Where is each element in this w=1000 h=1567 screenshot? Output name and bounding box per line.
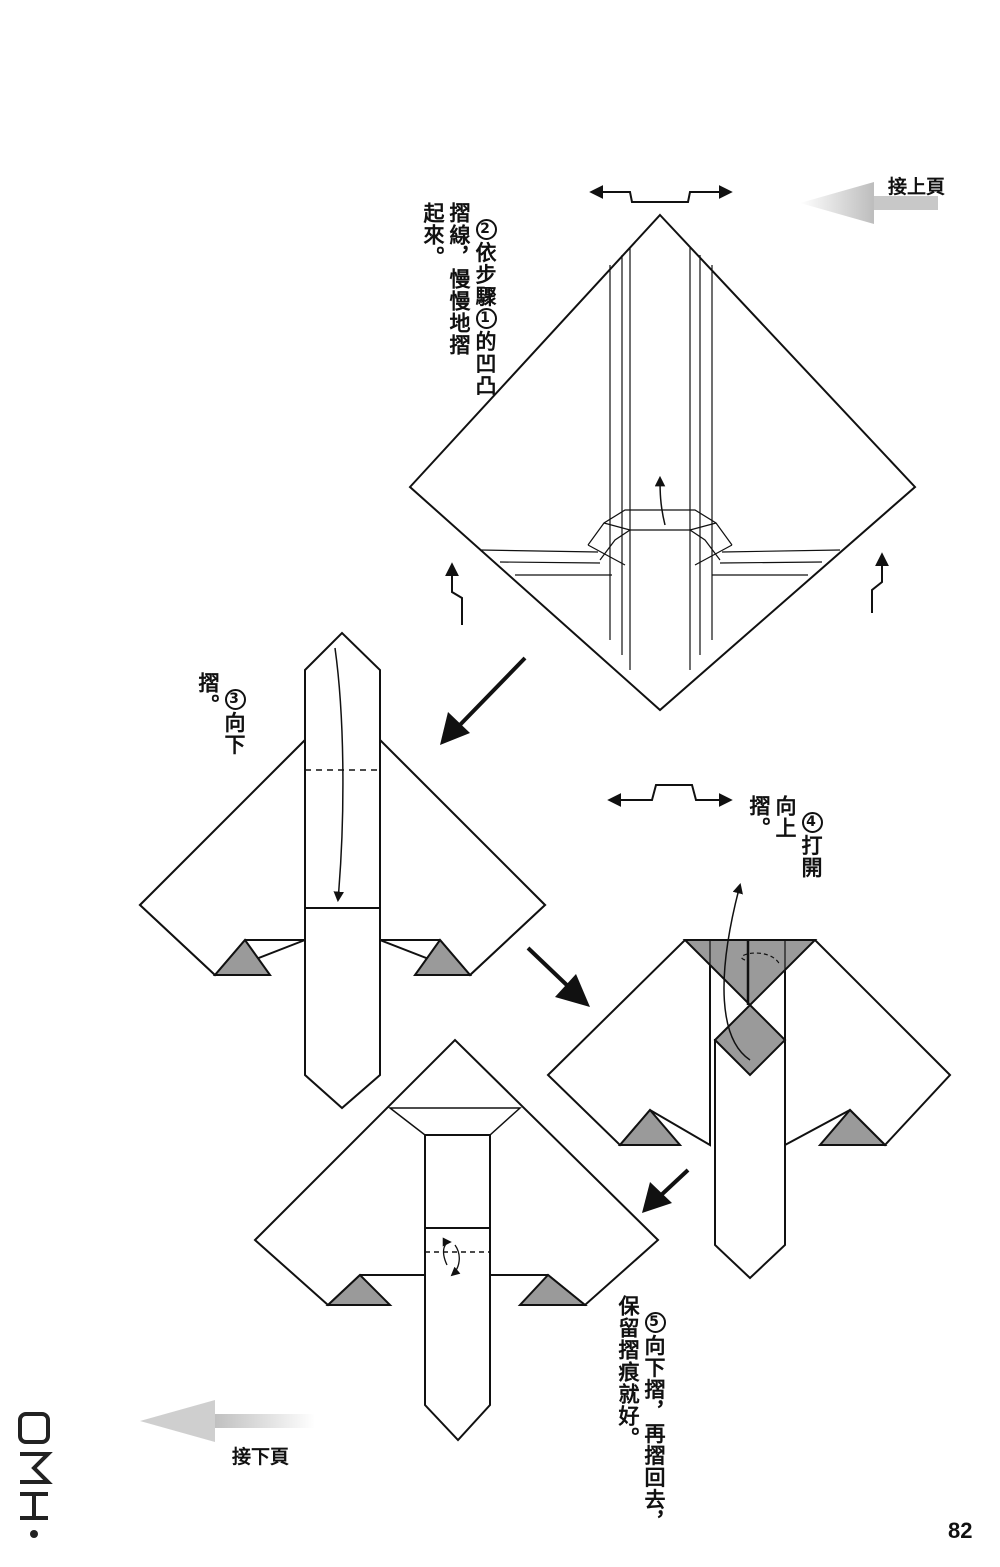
step-4-diagram	[546, 882, 952, 1280]
step-4-number: 4	[802, 811, 823, 833]
step-3-number: 3	[225, 688, 246, 710]
page-arrow-icon	[140, 1400, 315, 1442]
direction-arrow-icon	[526, 946, 590, 1007]
page-arrow-icon	[800, 182, 938, 224]
step-1-reference: 1	[476, 307, 497, 329]
step-5-instruction: 5向下摺，再摺回去， 保留摺痕就好。	[616, 1295, 666, 1533]
step-4-instruction: 4打開 向上 摺。	[747, 795, 823, 879]
step-2-number: 2	[476, 218, 497, 240]
step-2-diagram	[408, 213, 917, 712]
turn-over-arrow-icon	[607, 784, 733, 807]
direction-arrow-icon	[642, 1168, 690, 1213]
direction-arrow-icon	[440, 656, 527, 745]
continued-from-label: 接上頁	[888, 176, 946, 198]
step-3-instruction: 3向下 摺。	[196, 672, 246, 756]
direction-arrow-icon	[445, 552, 889, 625]
step-5-number: 5	[645, 1311, 666, 1333]
watermark-logo	[18, 1412, 53, 1538]
page-number: 82	[948, 1518, 973, 1543]
step-3-diagram	[138, 631, 547, 1110]
turn-over-arrow-icon	[589, 185, 733, 203]
step-5-diagram	[253, 1038, 660, 1442]
step-2-instruction: 2依步驟1的凹凸 摺線，慢慢地摺 起來。	[421, 202, 497, 397]
continued-to-label: 接下頁	[232, 1446, 290, 1468]
